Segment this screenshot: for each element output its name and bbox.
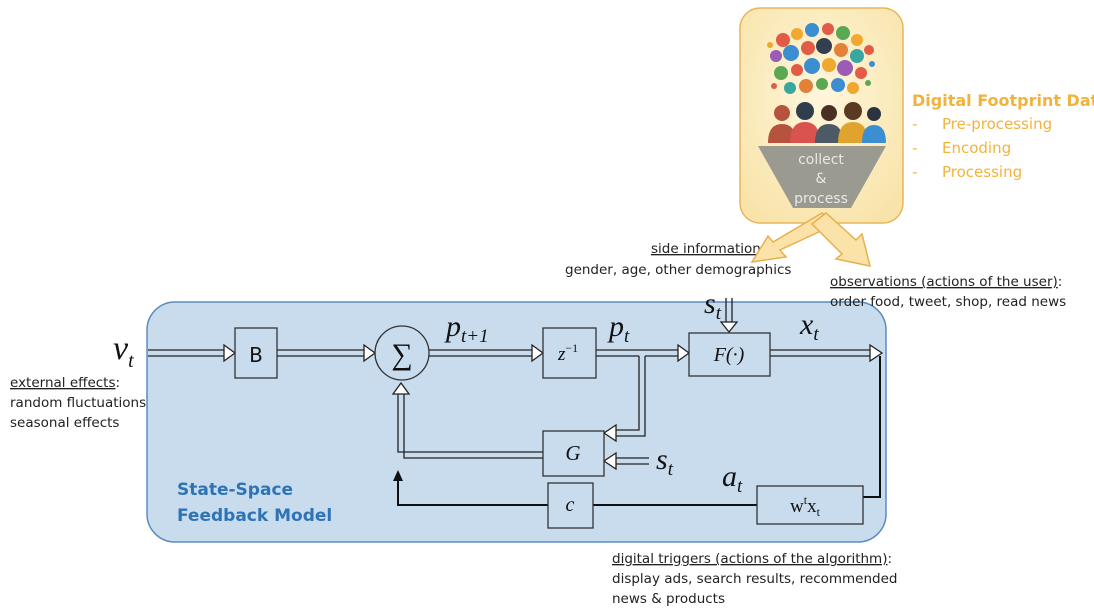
model-title-line2: Feedback Model xyxy=(177,506,332,526)
footprint-item: Pre-processing xyxy=(942,115,1052,133)
amp-label: & xyxy=(816,171,827,187)
footprint-list: - Pre-processing - Encoding - Processing xyxy=(912,115,1052,181)
signal-v: vt xyxy=(113,330,134,372)
block-b-label: B xyxy=(249,343,263,367)
w-x: x xyxy=(807,496,817,517)
side-info-heading: side information: xyxy=(651,241,765,257)
triggers-heading: digital triggers (actions of the algorit… xyxy=(612,551,892,567)
block-f-label: F(·) xyxy=(713,344,745,366)
footprint-item-dash: - xyxy=(912,163,917,181)
footprint-item-dash: - xyxy=(912,139,917,157)
observations-text: order food, tweet, shop, read news xyxy=(830,294,1066,310)
external-effects-line1: random fluctuations xyxy=(10,395,146,411)
observations-heading: observations (actions of the user): xyxy=(830,274,1062,290)
triggers-line1: display ads, search results, recommended xyxy=(612,571,897,587)
footprint-item-dash: - xyxy=(912,115,917,133)
block-g-label: G xyxy=(565,441,580,465)
footprint-title: Digital Footprint Data xyxy=(912,91,1094,110)
footprint-item: Encoding xyxy=(942,139,1011,157)
signal-s-top: st xyxy=(704,287,722,324)
process-label: process xyxy=(794,191,848,207)
side-info-text: gender, age, other demographics xyxy=(565,262,791,278)
delay-exp: −1 xyxy=(565,341,578,355)
block-sum-label: ∑ xyxy=(391,338,412,371)
collect-label: collect xyxy=(798,152,844,168)
model-title-line1: State-Space xyxy=(177,480,293,500)
external-effects-line2: seasonal effects xyxy=(10,415,119,431)
triggers-line2: news & products xyxy=(612,591,725,607)
footprint-item: Processing xyxy=(942,163,1022,181)
w-base: w xyxy=(790,496,804,517)
external-effects-heading: external effects: xyxy=(10,375,120,391)
block-c-label: c xyxy=(566,494,575,516)
